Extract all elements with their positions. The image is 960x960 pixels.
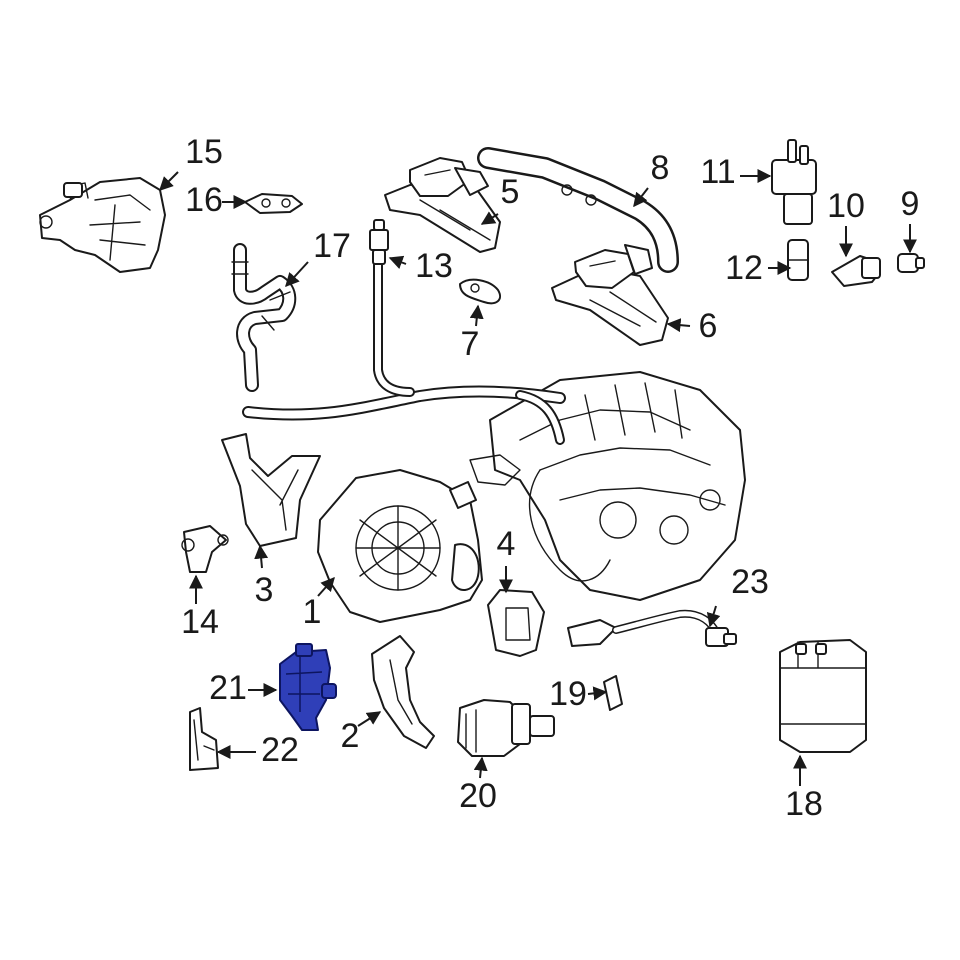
part-11-solenoid [771,139,817,225]
part-16-gasket [244,193,303,214]
part-22-bracket [189,707,219,771]
callout-6: 6 [699,307,718,345]
callout-labels: 15 16 17 13 7 5 8 6 11 12 10 9 3 14 1 4 … [181,133,919,823]
part-23-sensor [567,609,737,647]
part-6-valve [551,244,669,346]
part-9-cap [897,253,925,273]
callout-23: 23 [731,563,769,601]
part-1-air-pump [317,469,483,623]
leader-3 [254,544,269,569]
callout-8: 8 [651,149,670,187]
part-2-bracket [371,635,435,749]
callout-17: 17 [313,227,351,265]
leader-23 [706,605,721,628]
callout-21: 21 [209,669,247,707]
leader-17 [285,261,309,288]
leader-7 [469,304,484,327]
callout-22: 22 [261,731,299,769]
part-21-valve-highlighted[interactable] [279,643,337,731]
leader-lines [159,169,917,786]
leader-2 [357,711,382,727]
part-17-hose [231,243,297,392]
callout-1: 1 [303,593,322,631]
leader-13 [388,255,407,269]
callout-15: 15 [185,133,223,171]
part-14-elbow [181,525,229,573]
callout-14: 14 [181,603,219,641]
callout-13: 13 [415,247,453,285]
part-3-bracket [221,433,321,547]
part-10-tee [831,255,881,287]
callout-12: 12 [725,249,763,287]
callout-11: 11 [700,153,735,191]
part-20-actuator [457,699,555,757]
part-12-connector [787,239,809,281]
part-5-valve [384,157,501,253]
callout-19: 19 [549,675,587,713]
callout-3: 3 [255,571,274,609]
callout-7: 7 [461,325,480,363]
leader-8 [633,187,649,208]
part-19-tube [603,675,623,711]
part-18-canister [779,639,867,753]
part-8-pipe [477,147,679,273]
callout-16: 16 [185,181,223,219]
callout-9: 9 [901,185,920,223]
leader-5 [480,211,499,225]
leader-6 [666,318,691,333]
callout-20: 20 [459,777,497,815]
callout-4: 4 [497,525,516,563]
leader-19 [587,686,608,701]
callout-2: 2 [341,717,360,755]
part-13-fitting [369,219,389,265]
callout-10: 10 [827,187,865,225]
callout-5: 5 [501,173,520,211]
vacuum-line-long [242,260,566,445]
leader-1 [317,576,335,597]
part-15-air-valve [39,177,166,273]
part-4-seal [487,589,545,657]
engine-assembly [469,371,746,601]
part-7-gasket [459,278,502,305]
callout-18: 18 [785,785,823,823]
leader-20 [473,756,488,779]
leader-15 [159,171,179,191]
